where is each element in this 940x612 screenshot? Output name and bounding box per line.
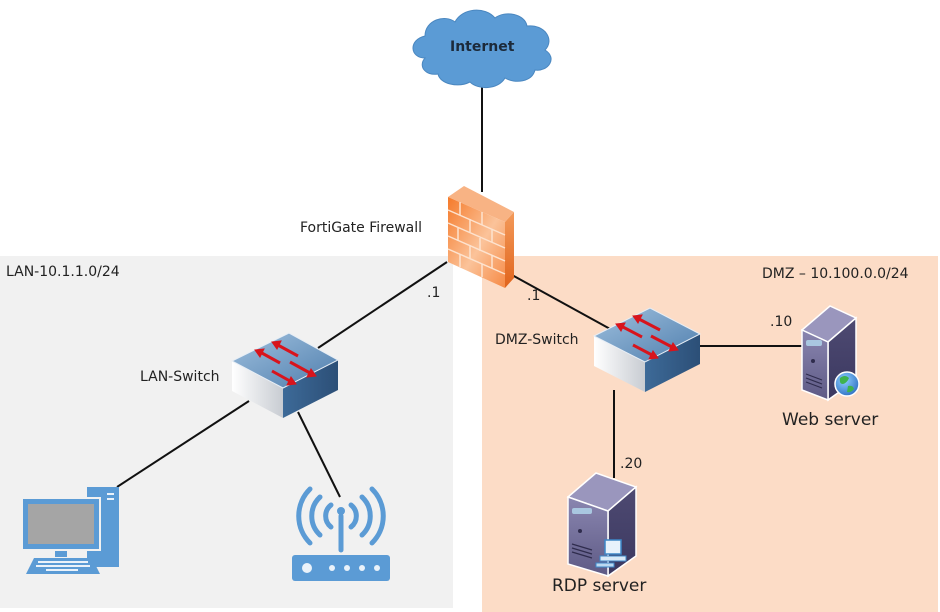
server-globe-icon	[800, 305, 860, 402]
link-label-firewall-lan: .1	[427, 285, 441, 301]
link-firewall-lan-switch	[317, 261, 448, 349]
switch-icon	[230, 332, 340, 418]
dmz-switch-node[interactable]	[592, 307, 702, 392]
globe-icon	[834, 371, 860, 397]
lan-switch-label: LAN-Switch	[140, 369, 220, 385]
internet-label: Internet	[450, 39, 515, 55]
server-desktop-icon	[566, 472, 638, 578]
link-firewall-dmz-switch	[511, 274, 613, 331]
links	[116, 85, 802, 498]
pc-node[interactable]	[21, 487, 119, 574]
dmz-zone-label: DMZ – 10.100.0.0/24	[762, 266, 909, 282]
firewall-node[interactable]	[447, 186, 514, 288]
dmz-zone	[482, 256, 938, 612]
wireless-router-icon	[292, 486, 390, 581]
firewall-icon	[447, 186, 514, 288]
cloud-icon	[412, 9, 552, 88]
rdp-server-label: RDP server	[552, 576, 647, 596]
link-label-web-server: .10	[770, 314, 793, 330]
wireless-ap-node[interactable]	[292, 486, 390, 581]
desktop-mini-icon	[595, 539, 627, 568]
lan-switch-node[interactable]	[230, 332, 340, 418]
firewall-label: FortiGate Firewall	[300, 220, 423, 236]
rdp-server-node[interactable]	[566, 472, 638, 578]
internet-node[interactable]	[412, 9, 552, 88]
link-label-firewall-dmz: .1	[527, 288, 541, 304]
desktop-computer-icon	[21, 487, 119, 574]
link-lan-switch-ap	[297, 411, 341, 498]
lan-zone-label: LAN-10.1.1.0/24	[6, 264, 120, 280]
web-server-label: Web server	[782, 410, 879, 430]
switch-icon	[592, 307, 702, 392]
link-lan-switch-pc	[116, 400, 250, 488]
dmz-switch-label: DMZ-Switch	[495, 332, 579, 348]
link-label-rdp-server: .20	[620, 456, 643, 472]
web-server-node[interactable]	[800, 305, 860, 402]
